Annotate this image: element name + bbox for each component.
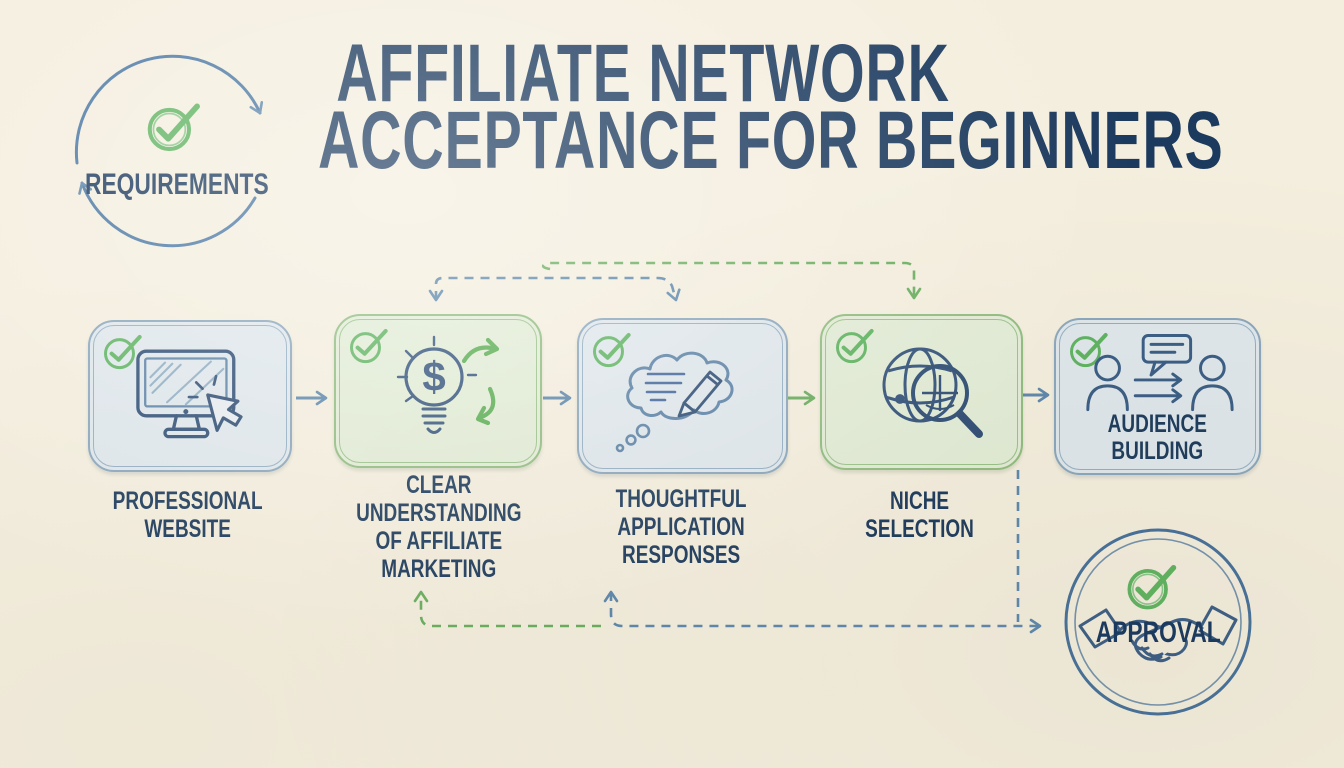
step-label-audience-building: AUDIENCE BUILDING: [1107, 410, 1208, 465]
step-box-clear-understanding: $: [334, 314, 542, 468]
check-circle-icon: [350, 328, 388, 364]
step-box-niche-selection: [820, 314, 1023, 470]
approval-label: APPROVAL: [1095, 616, 1221, 649]
step-box-thoughtful-responses: [577, 318, 788, 474]
step-box-professional-website: [88, 320, 292, 472]
requirements-label: REQUIREMENTS: [85, 168, 269, 201]
dashed-rail-bottom-green: [413, 590, 601, 628]
check-circle-icon: [593, 332, 631, 368]
approval-badge: APPROVAL: [1056, 616, 1260, 650]
step-label-clear-understanding: CLEAR UNDERSTANDING OF AFFILIATE MARKETI…: [356, 471, 522, 583]
check-circle-icon: [104, 334, 142, 370]
check-circle-icon: [1127, 565, 1177, 610]
title-line-2: ACCEPTANCE FOR BEGINNERS: [318, 95, 1224, 186]
page-title: AFFILIATE NETWORK ACCEPTANCE FOR BEGINNE…: [318, 28, 1344, 186]
check-circle-icon: [1070, 332, 1108, 368]
step-label-professional-website: PROFESSIONAL WEBSITE: [113, 487, 263, 543]
step-box-audience-building: AUDIENCE BUILDING: [1054, 318, 1261, 475]
lightbulb-dollar-icon: $: [396, 335, 500, 434]
step-label-thoughtful-responses: THOUGHTFUL APPLICATION RESPONSES: [615, 485, 747, 569]
dashed-rail-top-blue: [428, 276, 681, 302]
thought-cloud-pencil-icon: [615, 351, 734, 453]
people-speech-icon: [1085, 333, 1234, 412]
dashed-rail-bottom-blue: [603, 590, 1042, 634]
step-label-niche-selection: NICHE SELECTION: [865, 487, 975, 543]
svg-text:$: $: [422, 353, 445, 400]
computer-cursor-icon: [136, 349, 243, 439]
check-circle-icon: [147, 103, 200, 152]
check-circle-icon: [836, 328, 874, 364]
globe-magnifier-icon: [882, 347, 983, 438]
dashed-rail-top-green: [541, 261, 922, 300]
cycle-arrows-icon: [74, 54, 264, 248]
title-line-1: AFFILIATE NETWORK: [336, 28, 950, 119]
requirements-badge: REQUIREMENTS: [56, 168, 292, 202]
